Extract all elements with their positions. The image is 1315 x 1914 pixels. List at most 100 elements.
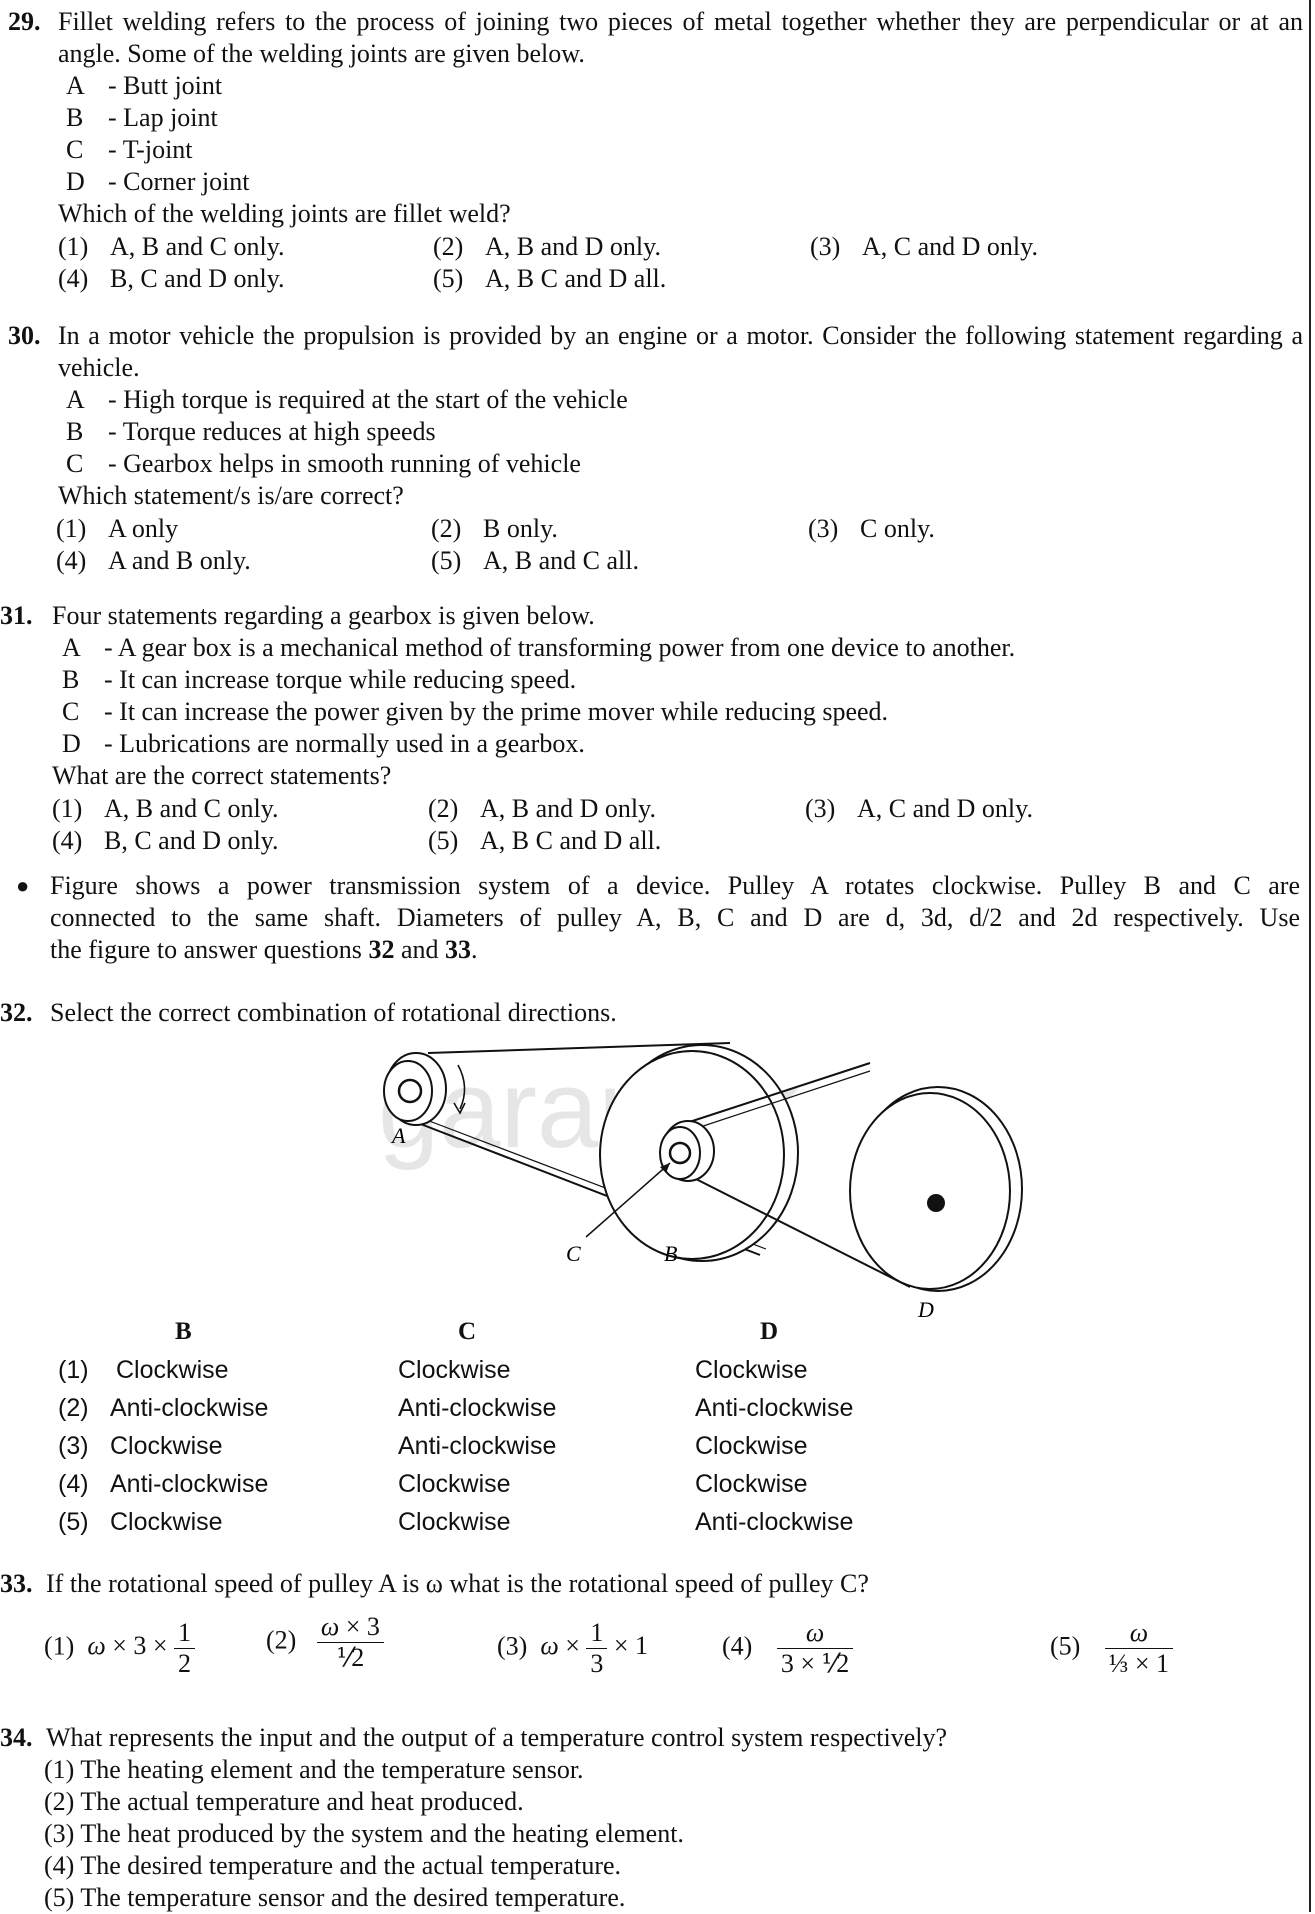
arrow-head xyxy=(453,1102,466,1115)
option-number: (1) xyxy=(58,1356,89,1384)
option-text: A, B and C only. xyxy=(110,232,285,261)
statement-label: B xyxy=(66,103,84,132)
option-2[interactable]: (2)A, B and D only. xyxy=(428,793,656,825)
cell-b: Clockwise xyxy=(116,1356,229,1384)
option-text: A and B only. xyxy=(108,546,251,575)
pulley-d-face xyxy=(849,1092,1011,1290)
cell-d: Anti-clockwise xyxy=(695,1508,854,1536)
option-1[interactable]: (1)A, B and C only. xyxy=(58,231,285,263)
statement-b: B - Lap joint xyxy=(66,102,218,134)
cell-d: Clockwise xyxy=(695,1470,808,1498)
cell-c: Clockwise xyxy=(398,1356,511,1384)
option-number: (3) xyxy=(58,1432,89,1460)
statement-label: B xyxy=(66,417,84,446)
cell-c: Clockwise xyxy=(398,1508,511,1536)
option-number: (1) xyxy=(52,794,83,823)
cell-b: Anti-clockwise xyxy=(110,1470,269,1498)
intro-text: the figure to answer questions xyxy=(50,935,369,964)
option-4[interactable]: (4)A and B only. xyxy=(56,545,251,577)
label-c: C xyxy=(566,1241,581,1266)
label-b: B xyxy=(664,1241,677,1266)
statement-text: - T-joint xyxy=(108,135,193,164)
option-5[interactable]: (5) The temperature sensor and the desir… xyxy=(44,1883,626,1912)
statement-label: D xyxy=(62,729,81,758)
pulley-d-hub xyxy=(927,1194,945,1212)
option-4[interactable]: (4)B, C and D only. xyxy=(52,825,279,857)
statement-label: A xyxy=(62,633,81,662)
option-number: (4) xyxy=(722,1631,753,1661)
option-5[interactable]: (5)A, B C and D all. xyxy=(428,825,661,857)
option-3[interactable]: (3)A, C and D only. xyxy=(810,231,1038,263)
statement-label: B xyxy=(62,665,80,694)
statement-text: - Corner joint xyxy=(108,167,250,196)
belt-c-d-upper xyxy=(673,1062,871,1128)
option-number: (2) xyxy=(428,794,459,823)
statement-text: - Lubrications are normally used in a ge… xyxy=(104,729,585,758)
intro-line-3: the figure to answer questions 32 and 33… xyxy=(50,934,1295,966)
pulley-c-hub xyxy=(668,1141,692,1165)
option-expression: ω × 3 ⅟2 xyxy=(316,1612,384,1673)
option-text: B, C and D only. xyxy=(104,826,279,855)
option-number: (3) xyxy=(808,514,839,543)
option-1[interactable]: (1) A only xyxy=(56,513,178,545)
option-number: (4) xyxy=(58,1470,89,1498)
option-5[interactable]: (5)A, B and C all. xyxy=(431,545,639,577)
option-2[interactable]: (2)A, B and D only. xyxy=(433,231,661,263)
statement-b: B- It can increase torque while reducing… xyxy=(62,664,576,696)
option-text: A, B and C only. xyxy=(104,794,279,823)
question-ref: 32 xyxy=(368,935,395,964)
statement-text: - Lap joint xyxy=(108,103,218,132)
option-5[interactable]: (5)A, B C and D all. xyxy=(433,263,666,295)
statement-c: C - T-joint xyxy=(66,134,193,166)
cell-c: Anti-clockwise xyxy=(398,1432,557,1460)
option-3[interactable]: (3) C only. xyxy=(808,513,935,545)
option-3[interactable]: (3)A, C and D only. xyxy=(805,793,1033,825)
option-number: (1) xyxy=(56,514,87,543)
option-text: A, B and D only. xyxy=(485,232,661,261)
option-3[interactable]: (3) The heat produced by the system and … xyxy=(44,1819,684,1848)
statement-d: D - Lubrications are normally used in a g… xyxy=(62,728,585,760)
statement-text: - Gearbox helps in smooth running of veh… xyxy=(108,449,581,478)
statement-text: - Torque reduces at high speeds xyxy=(108,417,436,446)
option-number: (4) xyxy=(58,264,89,293)
option-number: (5) xyxy=(58,1508,89,1536)
option-number: (1) xyxy=(44,1631,75,1661)
cell-b: Anti-clockwise xyxy=(110,1394,269,1422)
pointer-c xyxy=(585,1162,671,1238)
option-number: (5) xyxy=(433,264,464,293)
label-a: A xyxy=(390,1123,406,1148)
option-4[interactable]: (4)B, C and D only. xyxy=(58,263,285,295)
option-1[interactable]: (1) The heating element and the temperat… xyxy=(44,1755,584,1784)
option-text: A only xyxy=(108,514,179,543)
pulley-figure: garam.lk A C B D xyxy=(378,1042,1023,1322)
option-5[interactable]: (5) ω ⅓ × 1 xyxy=(1050,1618,1173,1679)
pointer-c-arrowhead xyxy=(660,1163,670,1173)
option-number: (5) xyxy=(428,826,459,855)
option-expression: ω ⅓ × 1 xyxy=(1104,1618,1173,1679)
option-4[interactable]: (4) The desired temperature and the actu… xyxy=(44,1851,622,1880)
option-text: C only. xyxy=(860,514,935,543)
cell-d: Clockwise xyxy=(695,1432,808,1460)
question-text: Fillet welding refers to the process of … xyxy=(58,7,1303,68)
cell-b: Clockwise xyxy=(110,1432,223,1460)
option-number: (5) xyxy=(431,546,462,575)
label-d: D xyxy=(917,1297,934,1322)
option-1[interactable]: (1) A, B and C only. xyxy=(52,793,279,825)
option-2[interactable]: (2) ω × 3 ⅟2 xyxy=(266,1612,384,1673)
option-4[interactable]: (4) ω 3 × ⅟2 xyxy=(722,1618,854,1679)
statement-a: A- High torque is required at the start … xyxy=(66,384,628,416)
option-2[interactable]: (2) The actual temperature and heat prod… xyxy=(44,1787,524,1816)
cell-c: Anti-clockwise xyxy=(398,1394,557,1422)
option-2[interactable]: (2)B only. xyxy=(431,513,558,545)
option-text: B only. xyxy=(483,514,558,543)
statement-c: C- It can increase the power given by th… xyxy=(62,696,888,728)
cell-b: Clockwise xyxy=(110,1508,223,1536)
statement-label: C xyxy=(66,135,84,164)
option-number: (2) xyxy=(266,1625,297,1655)
page-border xyxy=(1309,0,1311,1912)
question-text: Select the correct combination of rotati… xyxy=(50,998,617,1027)
